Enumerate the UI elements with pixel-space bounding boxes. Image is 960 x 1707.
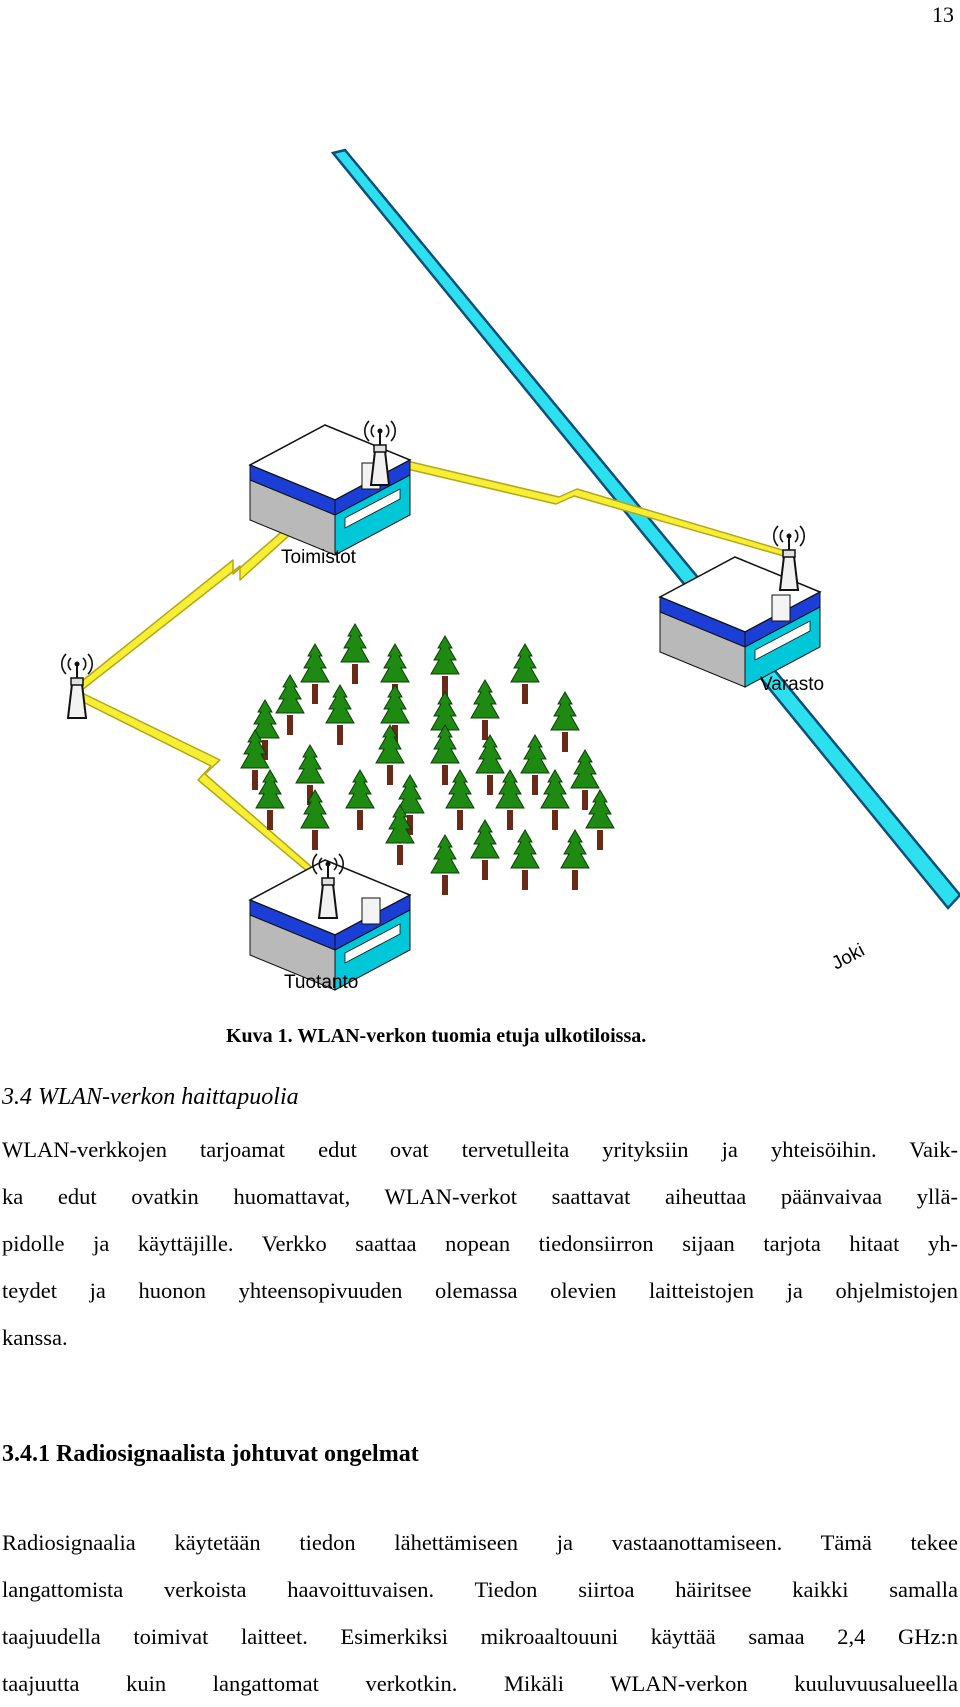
- paragraph-line: WLAN-verkkojen tarjoamat edut ovat terve…: [2, 1137, 958, 1162]
- tree-icon: [430, 724, 460, 786]
- tree-icon: [470, 679, 500, 741]
- tree-icon: [560, 829, 590, 891]
- subsection-paragraph: Radiosignaalia käytetään tiedon lähettäm…: [2, 1519, 958, 1707]
- building-office-label: Toimistot: [281, 547, 357, 568]
- tree-icon: [510, 829, 540, 891]
- tree-icon: [475, 734, 505, 796]
- tree-icon: [385, 804, 415, 866]
- wlan-outdoor-figure: Joki Toimistot Varasto Tuotanto: [60, 148, 960, 993]
- tree-icon: [430, 635, 460, 697]
- page-number: 13: [932, 2, 954, 27]
- tree-icon: [520, 734, 550, 796]
- figure-caption: Kuva 1. WLAN-verkon tuomia etuja ulkotil…: [226, 1025, 647, 1047]
- paragraph-line: taajuutta kuin langattomat verkotkin. Mi…: [2, 1671, 958, 1696]
- river: [330, 148, 960, 910]
- tree-icon: [445, 769, 475, 831]
- tree-icon: [495, 769, 525, 831]
- tree-icon: [550, 691, 580, 753]
- building-production-label: Tuotanto: [284, 972, 358, 993]
- paragraph-line: langattomista verkoista haavoittuvaisen.…: [2, 1577, 958, 1602]
- section-heading: 3.4 WLAN-verkon haittapuolia: [2, 1084, 299, 1110]
- paragraph-line: ka edut ovatkin huomattavat, WLAN-verkot…: [2, 1184, 958, 1209]
- tree-icon: [540, 769, 570, 831]
- paragraph-line: taajuudella toimivat laitteet. Esimerkik…: [2, 1624, 958, 1649]
- tree-icon: [510, 643, 540, 705]
- tree-icon: [375, 724, 405, 786]
- section-paragraph: WLAN-verkkojen tarjoamat edut ovat terve…: [2, 1126, 958, 1361]
- paragraph-line: teydet ja huonon yhteensopivuuden olemas…: [2, 1278, 958, 1303]
- tree-icon: [255, 769, 285, 831]
- tree-icon: [300, 643, 330, 705]
- tree-icon: [430, 834, 460, 896]
- tree-icon: [275, 674, 305, 736]
- tree-icon: [295, 744, 325, 806]
- subsection-heading: 3.4.1 Radiosignaalista johtuvat ongelmat: [2, 1441, 419, 1467]
- paragraph-line: Radiosignaalia käytetään tiedon lähettäm…: [2, 1530, 958, 1555]
- paragraph-line: pidolle ja käyttäjille. Verkko saattaa n…: [2, 1231, 958, 1256]
- paragraph-line: kanssa.: [2, 1325, 68, 1350]
- tree-icon: [585, 789, 615, 851]
- tree-icon: [340, 623, 370, 685]
- tree-icon: [300, 789, 330, 851]
- lightning-link-icon: [76, 448, 790, 888]
- tree-icon: [325, 684, 355, 746]
- tree-icon: [345, 769, 375, 831]
- building-warehouse-label: Varasto: [760, 674, 824, 695]
- river-label: Joki: [828, 940, 868, 974]
- tree-icon: [470, 819, 500, 881]
